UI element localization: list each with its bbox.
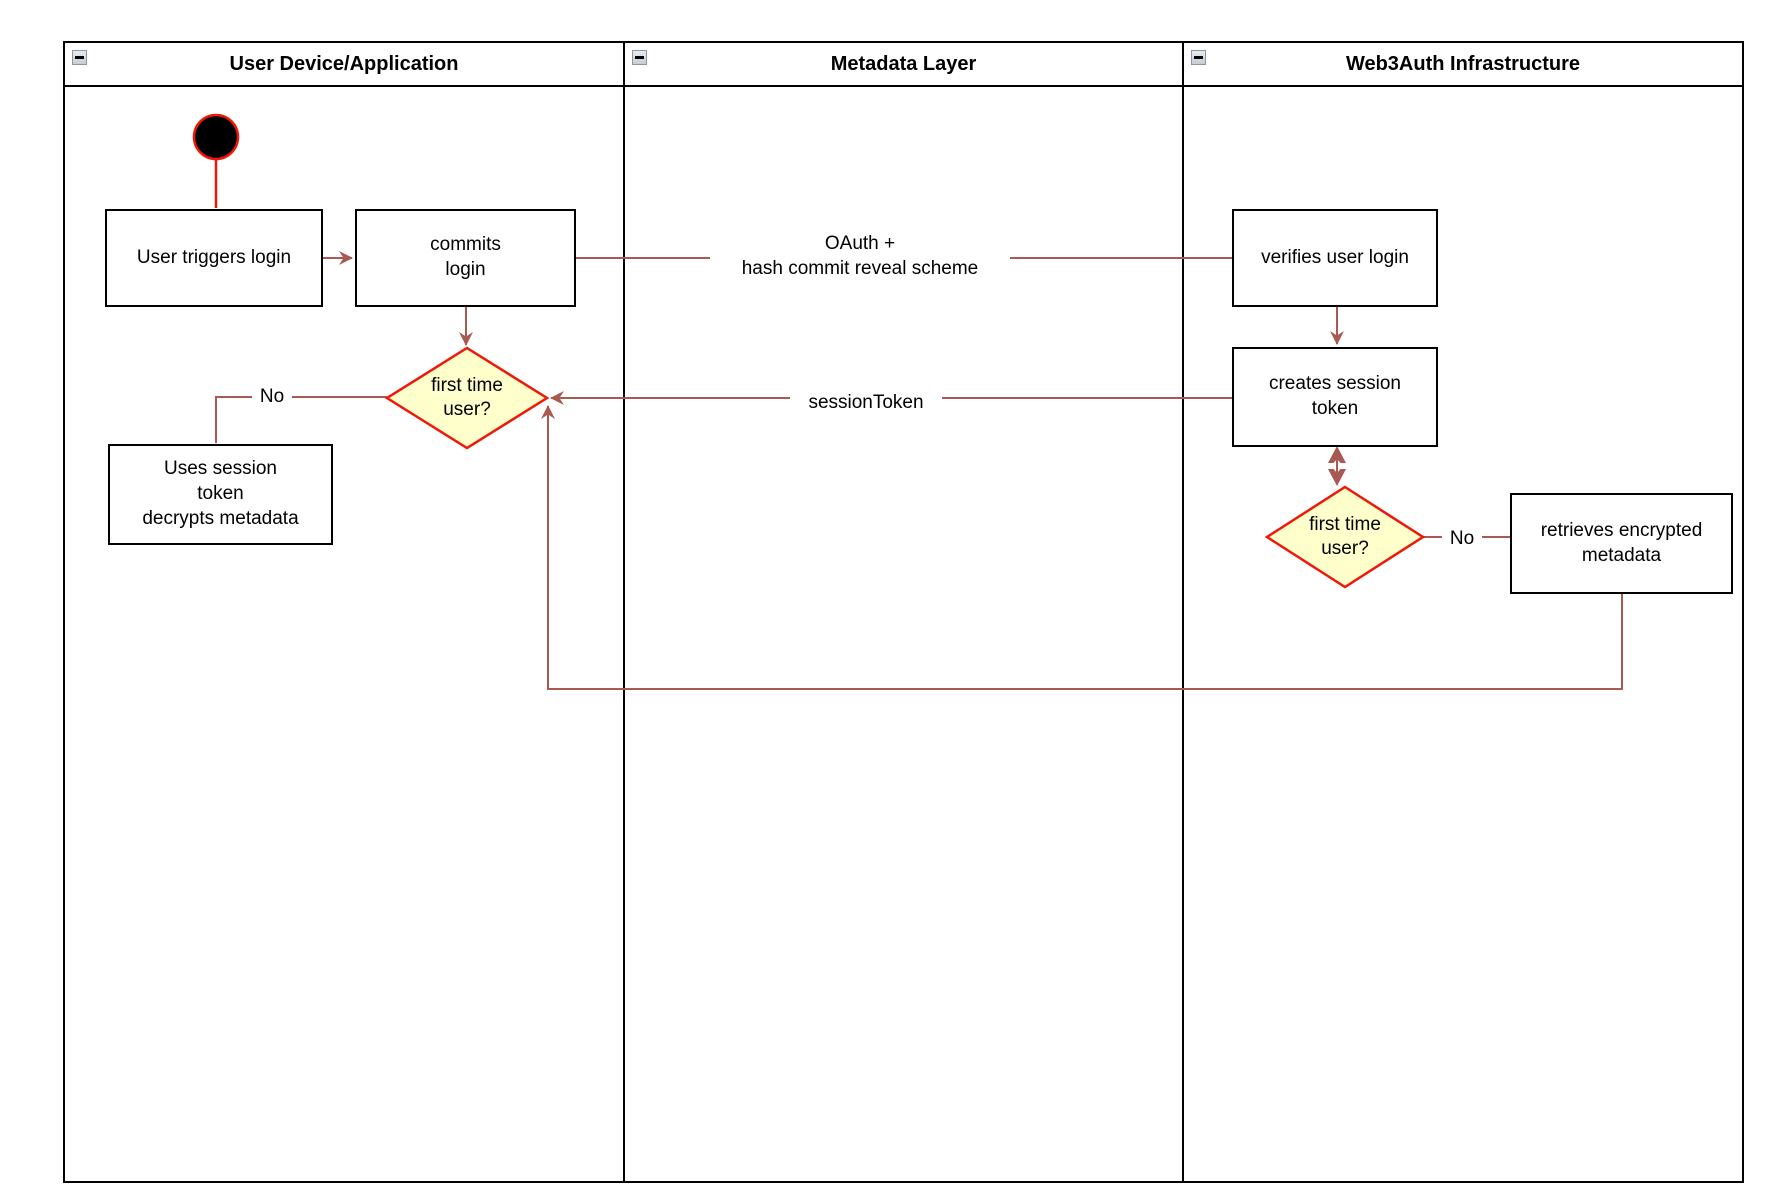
pool-frame — [63, 41, 1744, 1183]
node-uses-session-token[interactable]: Uses session token decrypts metadata — [108, 444, 333, 545]
minus-icon — [635, 56, 644, 59]
edge-label-oauth: OAuth + hash commit reveal scheme — [710, 232, 1010, 282]
node-verifies-user-login[interactable]: verifies user login — [1232, 209, 1438, 307]
decision-first-time-user-device[interactable] — [384, 346, 550, 450]
edge-label-no-device: No — [252, 385, 292, 411]
decision-first-time-user-infra[interactable] — [1264, 485, 1426, 589]
collapse-lane-icon[interactable] — [72, 50, 87, 65]
minus-icon — [75, 56, 84, 59]
edge-decision-no-to-uses-session — [215, 396, 387, 443]
edge-label-no-infra: No — [1442, 527, 1482, 553]
arrowhead-up-icon — [1328, 446, 1346, 463]
arrowhead-down-icon — [1328, 469, 1346, 486]
edge-retrieves-feedback-to-decision — [541, 405, 1623, 690]
node-retrieves-encrypted-metadata[interactable]: retrieves encrypted metadata — [1510, 493, 1733, 594]
node-commits-login[interactable]: commits login — [355, 209, 576, 307]
node-user-triggers-login[interactable]: User triggers login — [105, 209, 323, 307]
edge-label-sessiontoken: sessionToken — [790, 391, 942, 417]
lane-title-user-device: User Device/Application — [229, 53, 459, 75]
lane-title-web3auth-infra: Web3Auth Infrastructure — [1345, 53, 1581, 75]
minus-icon — [1194, 56, 1203, 59]
node-creates-session-token[interactable]: creates session token — [1232, 347, 1438, 447]
start-node[interactable] — [192, 113, 240, 161]
lane-title-metadata-layer: Metadata Layer — [830, 53, 977, 75]
collapse-lane-icon[interactable] — [1191, 50, 1206, 65]
collapse-lane-icon[interactable] — [632, 50, 647, 65]
